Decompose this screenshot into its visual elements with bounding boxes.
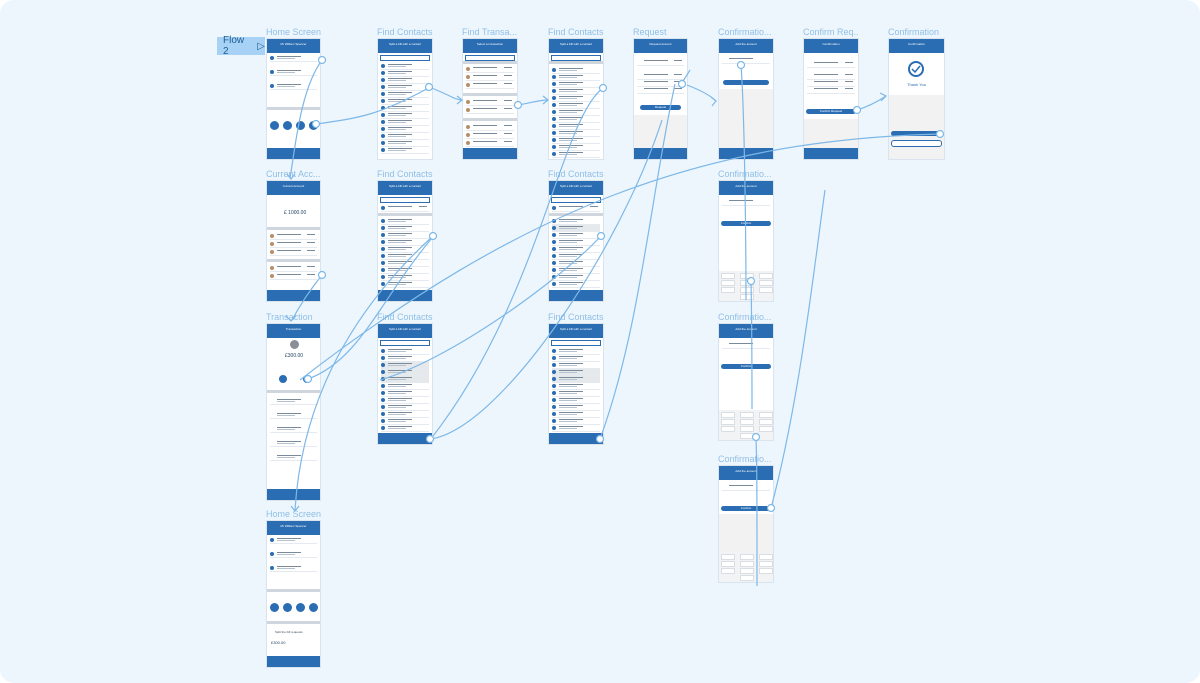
frame-title: Find Contacts	[548, 312, 604, 322]
frame-title: Home Screen	[266, 27, 321, 37]
search-input[interactable]	[380, 55, 430, 61]
frame-title: Home Screen	[266, 509, 321, 519]
done-button[interactable]	[891, 131, 942, 136]
confirm-button[interactable]	[723, 80, 769, 85]
frame-header: Add the amount	[719, 324, 773, 338]
quick-link-icon[interactable]	[270, 603, 279, 612]
quick-link-icon[interactable]	[309, 603, 318, 612]
play-icon[interactable]: ▷	[257, 40, 265, 52]
search-input[interactable]	[551, 55, 601, 61]
frame-title: Current Acc...	[266, 169, 321, 179]
flow-start-badge[interactable]: Flow 2 ▷	[217, 35, 265, 57]
request-button-label: Request	[654, 105, 667, 109]
frame-title: Confirmation	[888, 27, 940, 37]
continue-bar[interactable]	[549, 433, 603, 444]
continue-bar[interactable]	[378, 433, 432, 444]
bottom-nav[interactable]	[804, 148, 858, 159]
frame-title: Request	[633, 27, 667, 37]
request-amount: £300.00	[271, 640, 286, 645]
confirm-button-label: Confirm	[740, 364, 752, 368]
continue-bar[interactable]	[378, 290, 432, 301]
search-input[interactable]	[380, 197, 430, 203]
bottom-nav[interactable]	[267, 656, 320, 667]
thank-you-text: Thank You	[907, 82, 926, 87]
frame-find-contacts[interactable]: Split a bill with a contact	[548, 323, 604, 445]
request-button[interactable]	[640, 105, 681, 110]
quick-link-icon[interactable]	[283, 121, 292, 130]
number-keypad[interactable]	[719, 410, 773, 440]
frame-header: Transaction	[267, 324, 320, 338]
action-icon[interactable]	[279, 375, 287, 383]
number-keypad[interactable]	[719, 271, 773, 301]
frame-final-confirmation[interactable]: Confirmation Thank You	[888, 38, 945, 160]
frame-current-account[interactable]: Current Account £ 1000.00	[266, 180, 321, 302]
frame-title: Transaction	[266, 312, 313, 322]
frame-find-transaction[interactable]: Select a transaction	[462, 38, 518, 160]
frame-title: Find Contacts	[548, 169, 604, 179]
frame-title: Find Contacts	[377, 27, 433, 37]
merchant-avatar	[290, 340, 299, 349]
frame-find-contacts[interactable]: Split a bill with a contact	[548, 38, 604, 160]
check-circle-icon	[908, 61, 924, 77]
frame-home-screen-2[interactable]: Mr William Spencer Split the bill reques…	[266, 520, 321, 668]
frame-confirmation-keypad[interactable]: Add the amount Confirm	[718, 465, 774, 583]
frame-header: Split a bill with a contact	[549, 39, 603, 53]
search-input[interactable]	[465, 55, 515, 61]
frame-header: Mr William Spencer	[267, 521, 320, 535]
frame-title: Find Contacts	[377, 169, 433, 179]
frame-header: Add the amount	[719, 466, 773, 480]
transaction-amount: £300.00	[285, 353, 304, 359]
frame-find-contacts[interactable]: Split a bill with a contact	[377, 323, 433, 445]
search-input[interactable]	[551, 340, 601, 346]
quick-link-icon[interactable]	[296, 603, 305, 612]
frame-title: Find Transa...	[462, 27, 518, 37]
confirm-button[interactable]	[721, 506, 771, 511]
frame-title: Confirmatio...	[718, 27, 772, 37]
frame-home-screen[interactable]: Mr William Spencer	[266, 38, 321, 160]
bottom-nav[interactable]	[267, 489, 320, 500]
frame-find-contacts[interactable]: Split a bill with a contact	[377, 38, 433, 160]
frame-title: Find Contacts	[377, 312, 433, 322]
section-title: Split the bill requests	[275, 630, 303, 634]
confirm-button-label: Confirm	[740, 506, 752, 510]
frame-header: Split a bill with a contact	[378, 324, 432, 338]
frame-title: Confirmatio...	[718, 454, 772, 464]
frame-header: Add the amount	[719, 39, 773, 53]
frame-header: Split a bill with a contact	[378, 181, 432, 195]
frame-request[interactable]: Request amount Request	[633, 38, 688, 160]
frame-confirmation-keypad[interactable]: Add the amount Confirm	[718, 323, 774, 441]
frame-header: Current Account	[267, 181, 320, 195]
number-keypad[interactable]	[719, 552, 773, 582]
bottom-nav[interactable]	[719, 148, 773, 159]
frame-header: Mr William Spencer	[267, 39, 320, 53]
frame-header: Select a transaction	[463, 39, 517, 53]
bottom-nav[interactable]	[463, 148, 517, 159]
frame-header: Split a bill with a contact	[549, 324, 603, 338]
frame-header: Add the amount	[719, 181, 773, 195]
frame-title: Confirm Req...	[803, 27, 859, 37]
bottom-nav[interactable]	[267, 290, 320, 301]
frame-header: Confirmation	[804, 39, 858, 53]
frame-title: Confirmatio...	[718, 312, 772, 322]
frame-title: Find Contacts	[548, 27, 604, 37]
frame-header: Request amount	[634, 39, 687, 53]
bottom-nav[interactable]	[634, 148, 687, 159]
balance-value: £ 1000.00	[284, 210, 307, 216]
quick-link-icon[interactable]	[296, 121, 305, 130]
confirm-request-button[interactable]	[806, 109, 856, 114]
search-input[interactable]	[380, 340, 430, 346]
secondary-button[interactable]	[891, 140, 942, 147]
frame-header: Confirmation	[889, 39, 944, 53]
quick-link-icon[interactable]	[270, 121, 279, 130]
frame-confirmation[interactable]: Add the amount	[718, 38, 774, 160]
confirm-request-label: Confirm Request	[819, 109, 843, 113]
frame-header: Split a bill with a contact	[378, 39, 432, 53]
frame-header: Split a bill with a contact	[549, 181, 603, 195]
quick-link-icon[interactable]	[283, 603, 292, 612]
flow-label: Flow 2	[223, 35, 245, 57]
confirm-button[interactable]	[721, 364, 771, 369]
